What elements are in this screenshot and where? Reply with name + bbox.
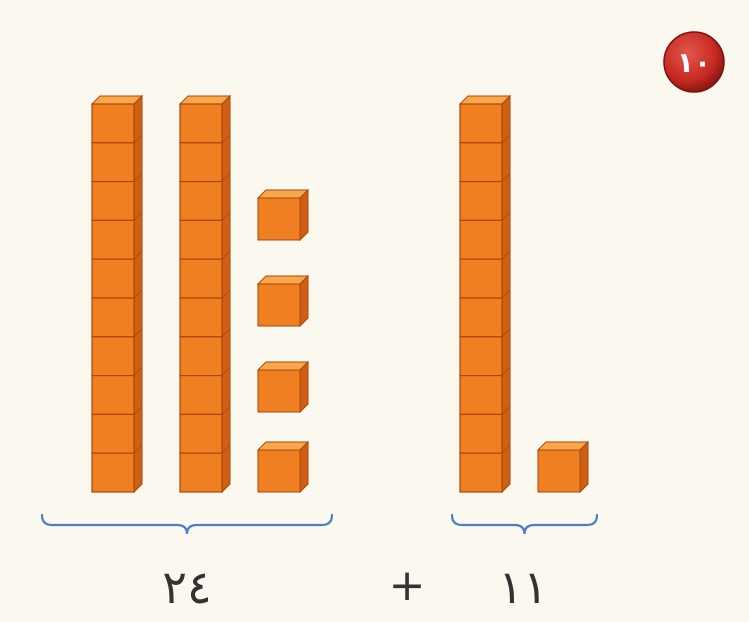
left-group-brace bbox=[40, 513, 334, 535]
rod-unit bbox=[459, 103, 503, 144]
rod-unit bbox=[179, 413, 223, 454]
rod-unit bbox=[459, 219, 503, 260]
rod-unit bbox=[179, 181, 223, 222]
unit-cube bbox=[256, 274, 310, 328]
rod-unit bbox=[459, 258, 503, 299]
ten-rod bbox=[90, 94, 144, 494]
right-group-brace bbox=[450, 513, 599, 535]
rod-unit bbox=[459, 452, 503, 493]
rod-unit bbox=[91, 258, 135, 299]
blocks-layer bbox=[90, 94, 590, 494]
rod-unit bbox=[179, 142, 223, 183]
left-group-number: ٢٤ bbox=[162, 560, 211, 614]
rod-unit bbox=[179, 375, 223, 416]
rod-unit bbox=[179, 452, 223, 493]
rod-unit bbox=[179, 258, 223, 299]
rod-unit bbox=[91, 375, 135, 416]
braces-layer bbox=[40, 513, 599, 535]
rod-unit bbox=[91, 413, 135, 454]
rod-unit bbox=[91, 142, 135, 183]
rod-unit bbox=[91, 103, 135, 144]
problem-number-badge: ١٠ bbox=[663, 31, 725, 93]
rod-unit bbox=[91, 336, 135, 377]
rod-unit bbox=[91, 181, 135, 222]
rod-unit bbox=[179, 297, 223, 338]
rod-unit bbox=[459, 181, 503, 222]
rod-unit bbox=[459, 297, 503, 338]
rod-unit bbox=[179, 219, 223, 260]
rod-unit bbox=[179, 336, 223, 377]
unit-cube bbox=[256, 360, 310, 414]
unit-cube bbox=[256, 440, 310, 494]
badge-circle bbox=[663, 31, 725, 93]
unit-cube bbox=[256, 188, 310, 242]
rod-unit bbox=[91, 219, 135, 260]
problem-number: ١٠ bbox=[677, 46, 711, 79]
ten-rod bbox=[178, 94, 232, 494]
plus-operator: + bbox=[389, 560, 426, 611]
rod-unit bbox=[459, 336, 503, 377]
rod-unit bbox=[91, 452, 135, 493]
unit-cube bbox=[536, 440, 590, 494]
right-group-number: ١١ bbox=[498, 560, 547, 614]
rod-unit bbox=[459, 142, 503, 183]
rod-unit bbox=[459, 413, 503, 454]
rod-unit bbox=[459, 375, 503, 416]
rod-unit bbox=[91, 297, 135, 338]
ten-rod bbox=[458, 94, 512, 494]
rod-unit bbox=[179, 103, 223, 144]
